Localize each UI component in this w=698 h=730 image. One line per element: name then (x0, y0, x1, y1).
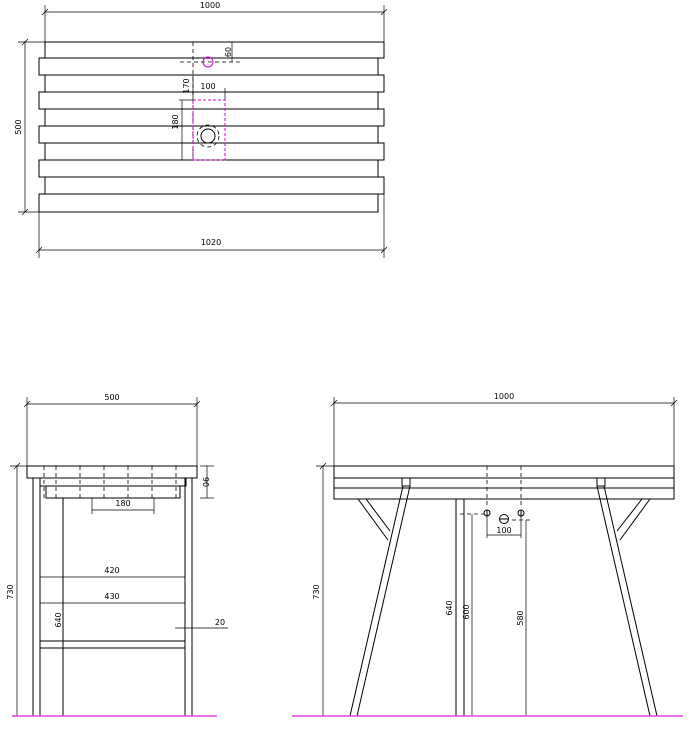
side-dim-plank: 20 (215, 618, 225, 627)
side-dim-height: 730 (6, 584, 15, 599)
dim-depth: 500 (14, 119, 23, 134)
side-dim-depth: 500 (104, 393, 119, 402)
side-dim-shelf-upper: 420 (104, 566, 119, 575)
side-dim-shelf-height: 640 (54, 612, 63, 627)
dim-top-width: 1000 (200, 1, 220, 10)
side-dim-top: 90 (201, 477, 210, 487)
side-leg-left (32, 477, 41, 717)
plank (38, 159, 379, 178)
side-view: 500 90 180 420 430 (6, 393, 228, 717)
dim-hole-offset: 60 (224, 47, 233, 57)
front-leg-right (596, 485, 658, 717)
dim-cut-width: 100 (200, 82, 215, 91)
front-dim-height: 730 (312, 584, 321, 599)
basin-cutout (192, 99, 226, 161)
plank (38, 193, 379, 213)
dim-cut-offset: 170 (182, 78, 191, 93)
front-dim-580: 580 (516, 610, 525, 625)
front-dim-600: 600 (462, 604, 471, 619)
side-dim-shelf-lower: 430 (104, 592, 119, 601)
side-top (26, 465, 198, 479)
plank (44, 108, 385, 127)
front-dim-640: 640 (445, 600, 454, 615)
side-shelf (39, 640, 186, 649)
drain-icon (200, 128, 216, 144)
dim-bottom-width: 1020 (201, 238, 221, 247)
front-dim-width: 1000 (494, 392, 514, 401)
plank (44, 176, 385, 195)
front-view: 1000 730 640 600 580 (292, 392, 683, 717)
front-dim-100: 100 (496, 526, 511, 535)
front-top (333, 465, 675, 500)
front-leg-left (349, 485, 411, 717)
dim-cut-length: 180 (171, 114, 180, 129)
plank (44, 142, 385, 161)
top-view: 1000 1020 500 60 170 100 (14, 1, 388, 258)
plank (44, 41, 385, 59)
side-leg-right (184, 477, 193, 717)
drain-outlet-icon (499, 514, 509, 524)
side-dim-drawer: 180 (115, 499, 130, 508)
